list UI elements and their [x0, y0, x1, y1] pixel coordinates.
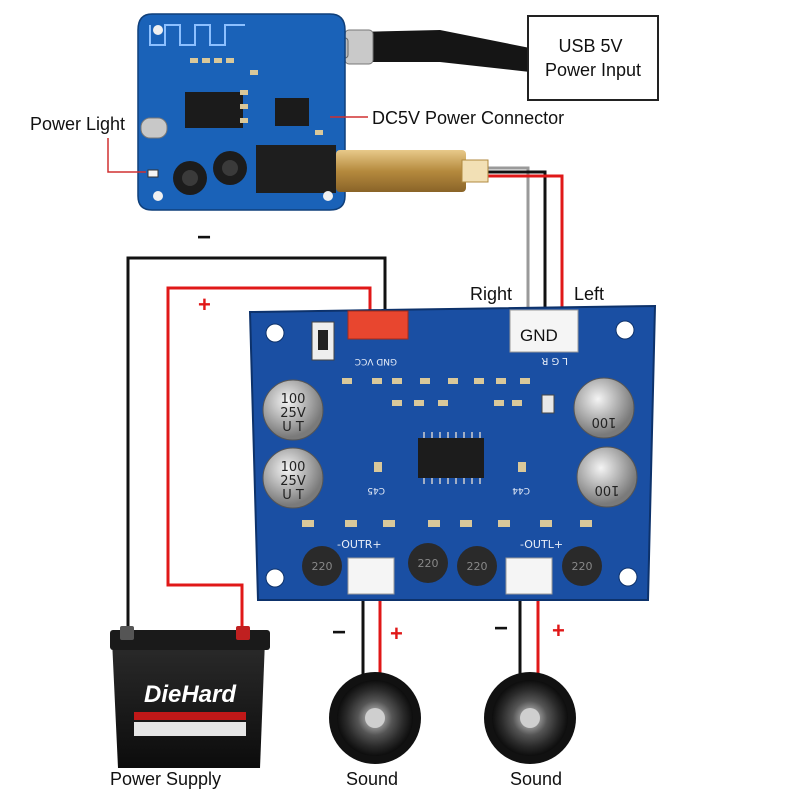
speaker-left — [329, 672, 421, 764]
battery: DieHard — [110, 626, 270, 768]
power-plus-label: + — [198, 292, 211, 317]
svg-text:100: 100 — [595, 482, 620, 497]
usb-label-line2: Power Input — [545, 60, 641, 80]
speaker-right — [484, 672, 576, 764]
svg-text:U T: U T — [282, 420, 304, 435]
svg-text:25V: 25V — [280, 406, 306, 421]
svg-text:100: 100 — [592, 414, 617, 429]
svg-text:220: 220 — [418, 557, 439, 570]
audio-wire-grey — [488, 166, 530, 325]
svg-text:U T: U T — [282, 488, 304, 503]
outl-connector — [505, 557, 553, 595]
svg-text:220: 220 — [467, 560, 488, 573]
usb-power-input-box: USB 5V Power Input — [527, 15, 659, 101]
c44-silk: C44 — [512, 485, 530, 495]
power-minus-label: − — [197, 224, 211, 251]
svg-text:220: 220 — [312, 560, 333, 573]
black-negative-wire — [126, 256, 387, 640]
usb-label-line1: USB 5V — [558, 36, 622, 56]
antenna-trace — [149, 24, 245, 46]
gnd-label: GND — [520, 326, 558, 345]
bt-small-chip — [275, 98, 309, 126]
audio-jack-socket — [256, 145, 336, 193]
outr-silk: -OUTR+ — [337, 538, 382, 551]
svg-text:100: 100 — [281, 392, 306, 407]
power-led — [147, 169, 159, 178]
battery-brand: DieHard — [144, 681, 237, 708]
power-light-pointer — [107, 138, 146, 173]
inductors — [302, 543, 602, 586]
svg-text:25V: 25V — [280, 474, 306, 489]
dc5v-connector-label: DC5V Power Connector — [372, 108, 564, 128]
speaker-right-minus-label: − — [494, 615, 508, 642]
bluetooth-module — [137, 13, 489, 211]
right-label: Right — [470, 284, 512, 304]
red-positive-wire — [166, 286, 372, 640]
bt-crystal — [140, 117, 168, 139]
bt-main-chip — [185, 92, 243, 128]
audio-plug — [336, 150, 466, 192]
lgr-silk: L G R — [541, 355, 568, 366]
battery-negative-terminal — [120, 626, 134, 640]
outr-connector — [347, 557, 395, 595]
usb-power-input-label: USB 5V Power Input — [545, 36, 641, 80]
wires — [126, 166, 564, 680]
sound-left-label: Sound — [346, 769, 398, 789]
audio-wire-red — [488, 174, 564, 325]
audio-input-connector — [509, 309, 579, 353]
speaker-left-minus-label: − — [332, 619, 346, 646]
sound-right-label: Sound — [510, 769, 562, 789]
power-connector — [347, 310, 409, 340]
c45-silk: C45 — [367, 485, 385, 495]
speaker-left-plus-label: + — [390, 621, 403, 646]
battery-positive-terminal — [236, 626, 250, 640]
svg-text:220: 220 — [572, 560, 593, 573]
outl-silk: -OUTL+ — [520, 538, 563, 551]
power-supply-label: Power Supply — [110, 769, 221, 789]
left-label: Left — [574, 284, 604, 304]
gnd-vcc-silk: GND VCC — [355, 356, 397, 366]
amplifier-ic — [418, 438, 484, 478]
svg-text:100: 100 — [281, 460, 306, 475]
large-capacitors — [262, 377, 638, 509]
amplifier-board: GND VCC L G R — [248, 304, 657, 601]
speaker-right-plus-label: + — [552, 618, 565, 643]
audio-wire-black — [488, 170, 547, 325]
power-light-label: Power Light — [30, 114, 125, 134]
